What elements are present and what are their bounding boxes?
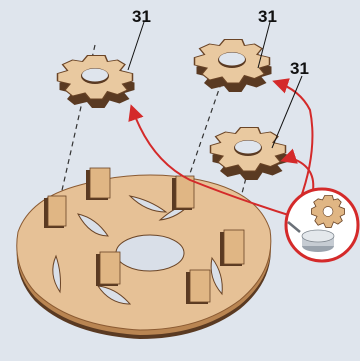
callout-label-gear-left: 31 [132, 7, 151, 26]
base-plate [17, 168, 271, 339]
gear-left [58, 56, 135, 109]
callout-label-gear-top-right: 31 [258, 7, 277, 26]
gear-top-right [195, 40, 272, 93]
center-hole [116, 235, 184, 271]
callout-label-gear-middle-right: 31 [290, 59, 309, 78]
glue-inset [286, 189, 358, 261]
gear-middle-right [211, 128, 288, 181]
inset-gear [312, 196, 345, 228]
